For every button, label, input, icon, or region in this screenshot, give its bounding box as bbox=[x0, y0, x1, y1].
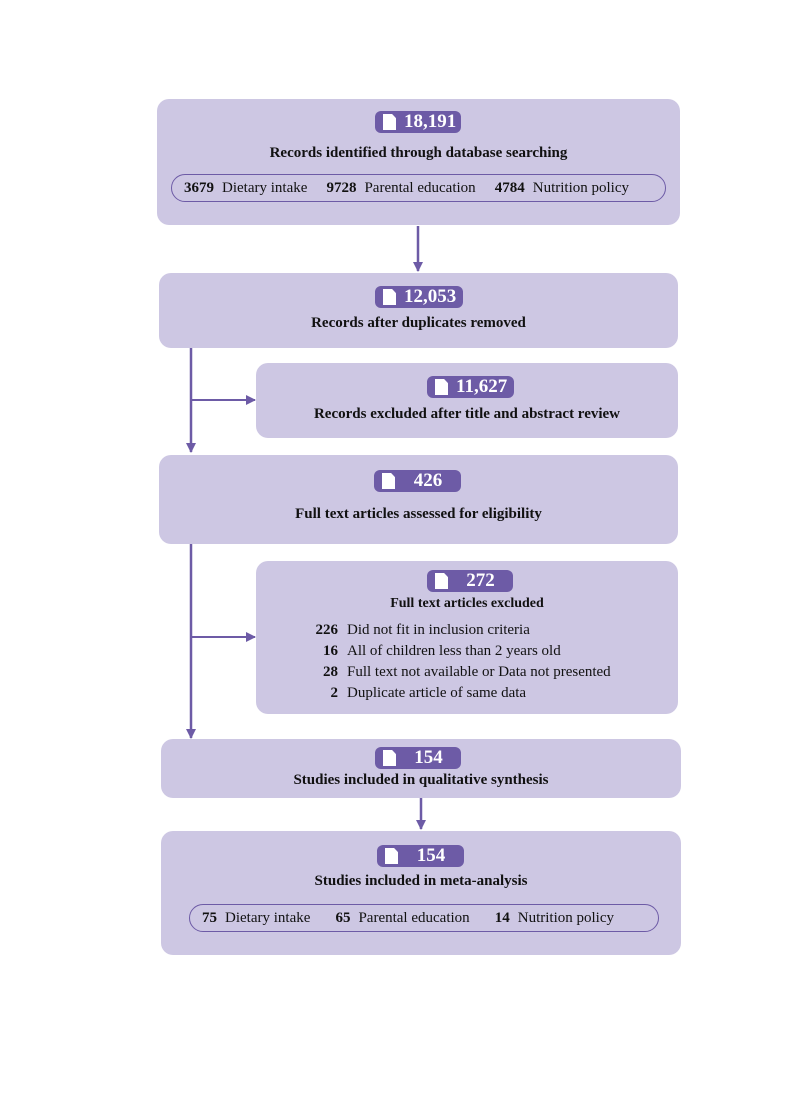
excluded-title-abstract-label: Records excluded after title and abstrac… bbox=[313, 406, 621, 422]
full-text-assessed-count-badge: 426 bbox=[374, 470, 461, 492]
after-duplicates-count: 12,053 bbox=[404, 286, 457, 307]
identified-box: 18,191 Records identified through databa… bbox=[157, 99, 680, 225]
document-icon bbox=[385, 848, 398, 864]
document-icon bbox=[383, 114, 396, 130]
meta-analysis-label: Studies included in meta-analysis bbox=[314, 873, 528, 889]
document-icon bbox=[382, 473, 395, 489]
identified-label: Records identified through database sear… bbox=[269, 145, 568, 161]
qualitative-count-badge: 154 bbox=[375, 747, 461, 769]
excluded-title-abstract-count: 11,627 bbox=[456, 376, 508, 397]
identified-count-badge: 18,191 bbox=[375, 111, 461, 133]
after-duplicates-box: 12,053 Records after duplicates removed bbox=[159, 273, 678, 348]
document-icon bbox=[383, 289, 396, 305]
full-text-excluded-count: 272 bbox=[466, 570, 495, 591]
document-icon bbox=[435, 573, 448, 589]
document-icon bbox=[435, 379, 448, 395]
qualitative-count: 154 bbox=[414, 747, 443, 768]
meta-analysis-count-badge: 154 bbox=[377, 845, 464, 867]
qualitative-box: 154 Studies included in qualitative synt… bbox=[161, 739, 681, 798]
qualitative-label: Studies included in qualitative synthesi… bbox=[293, 772, 549, 788]
full-text-excluded-label: Full text articles excluded bbox=[390, 596, 544, 611]
excluded-title-abstract-box: 11,627 Records excluded after title and … bbox=[256, 363, 678, 438]
full-text-assessed-label: Full text articles assessed for eligibil… bbox=[295, 506, 542, 522]
after-duplicates-label: Records after duplicates removed bbox=[311, 315, 526, 331]
after-duplicates-count-badge: 12,053 bbox=[375, 286, 463, 308]
meta-analysis-box: 154 Studies included in meta-analysis 75… bbox=[161, 831, 681, 955]
meta-analysis-count: 154 bbox=[416, 845, 446, 866]
document-icon bbox=[383, 750, 396, 766]
full-text-excluded-count-badge: 272 bbox=[427, 570, 513, 592]
full-text-assessed-box: 426 Full text articles assessed for elig… bbox=[159, 455, 678, 544]
excluded-title-abstract-count-badge: 11,627 bbox=[427, 376, 514, 398]
full-text-assessed-count: 426 bbox=[413, 470, 443, 491]
identified-count: 18,191 bbox=[404, 111, 457, 132]
